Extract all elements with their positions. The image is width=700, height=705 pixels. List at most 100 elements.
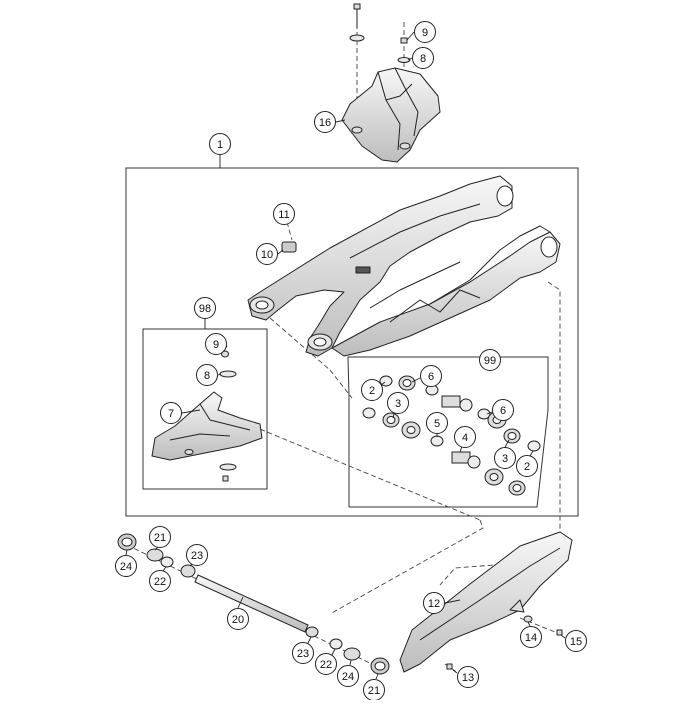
callout-label: 22 (320, 659, 332, 671)
callout-c5: 5 (426, 412, 448, 434)
callout-label: 23 (191, 550, 203, 562)
callout-c12: 12 (423, 592, 445, 614)
callout-circle (256, 243, 278, 265)
callout-label: 4 (462, 432, 468, 444)
callout-label: 9 (422, 27, 428, 39)
callout-c3a: 3 (387, 392, 409, 414)
leader-line-c8b (217, 373, 222, 376)
chain-slider-part (151, 350, 263, 482)
callout-circle (420, 365, 442, 387)
leader-line-c24b (349, 659, 352, 666)
callout-circle (205, 333, 227, 355)
callout-c22a: 22 (149, 570, 171, 592)
leader-line-c24a (125, 549, 128, 556)
leader-line-c16 (335, 119, 346, 123)
callout-label: 14 (525, 632, 537, 644)
fender-guard-part (341, 67, 441, 163)
leader-line-c3b (504, 439, 510, 448)
callout-circle (160, 402, 182, 424)
callout-label: 21 (154, 532, 166, 544)
callout-c99: 99 (479, 349, 501, 371)
callout-label: 13 (462, 672, 474, 684)
callout-circle (426, 412, 448, 434)
callout-c7: 7 (160, 402, 182, 424)
leader-line-c2b (529, 450, 534, 457)
callout-circle (454, 426, 476, 448)
callout-label: 3 (395, 398, 401, 410)
callout-circle (186, 544, 208, 566)
callout-circle (492, 399, 514, 421)
callout-circle (196, 364, 218, 386)
callout-circle (273, 203, 295, 225)
callout-label: 5 (434, 418, 440, 430)
leader-line-c9a (406, 31, 415, 41)
chain-guard-part (399, 531, 573, 673)
callout-label: 16 (319, 117, 331, 129)
callout-c15: 15 (565, 630, 587, 652)
callout-c10: 10 (256, 243, 278, 265)
callout-circle (412, 47, 434, 69)
leader-line-c13 (452, 669, 458, 674)
callout-c13: 13 (457, 666, 479, 688)
callout-circle (292, 642, 314, 664)
leader-line-c6a (411, 377, 421, 383)
callout-label: 2 (369, 385, 375, 397)
leader-line-c10 (277, 249, 284, 255)
callout-c6a: 6 (420, 365, 442, 387)
callout-label: 8 (420, 53, 426, 65)
callout-label: 23 (297, 648, 309, 660)
leader-line-c8a (407, 57, 413, 61)
callout-c9a: 9 (414, 21, 436, 43)
callout-c23b: 23 (292, 642, 314, 664)
callout-c9b: 9 (205, 333, 227, 355)
callout-label: 11 (278, 209, 289, 221)
callout-c21a: 21 (149, 526, 171, 548)
callout-circle (149, 526, 171, 548)
callout-c24a: 24 (115, 555, 137, 577)
callout-label: 9 (213, 339, 219, 351)
callout-circle (227, 608, 249, 630)
callout-circle (565, 630, 587, 652)
callout-c3b: 3 (494, 447, 516, 469)
callout-c2b: 2 (516, 455, 538, 477)
callout-circle (314, 111, 336, 133)
callout-circle (516, 455, 538, 477)
callout-c8a: 8 (412, 47, 434, 69)
callout-circle (479, 349, 501, 371)
leader-line-c21b (375, 673, 379, 680)
bearing-kit-group-frame (347, 356, 549, 508)
callout-c98: 98 (194, 297, 216, 319)
callout-label: 22 (154, 576, 166, 588)
leader-line-c6b (486, 411, 493, 415)
leader-line-c22a (162, 566, 167, 572)
swingarm-part (247, 175, 561, 357)
leader-line-c12 (444, 599, 461, 604)
callout-c1: 1 (209, 133, 231, 155)
callout-c11: 11 (273, 203, 295, 225)
leader-line-c23b (307, 636, 312, 644)
callout-c2a: 2 (361, 379, 383, 401)
callout-circle (361, 379, 383, 401)
callout-circle (520, 626, 542, 648)
callout-c24b: 24 (337, 665, 359, 687)
callout-label: 7 (168, 408, 174, 420)
callout-c6b: 6 (492, 399, 514, 421)
leader-line-c15 (560, 634, 566, 639)
callout-c16: 16 (314, 111, 336, 133)
callout-circle (194, 297, 216, 319)
callout-label: 99 (484, 355, 496, 367)
callout-c21b: 21 (363, 679, 385, 701)
callout-label: 8 (204, 370, 210, 382)
leader-line-c22b (331, 648, 336, 656)
callout-label: 3 (502, 453, 508, 465)
callout-c22b: 22 (315, 653, 337, 675)
callout-c4: 4 (454, 426, 476, 448)
swingarm-group-frame (125, 167, 579, 517)
callout-circle (494, 447, 516, 469)
callout-c8b: 8 (196, 364, 218, 386)
callout-label: 6 (428, 371, 434, 383)
top-fasteners (349, 3, 411, 63)
callout-label: 21 (368, 685, 380, 697)
